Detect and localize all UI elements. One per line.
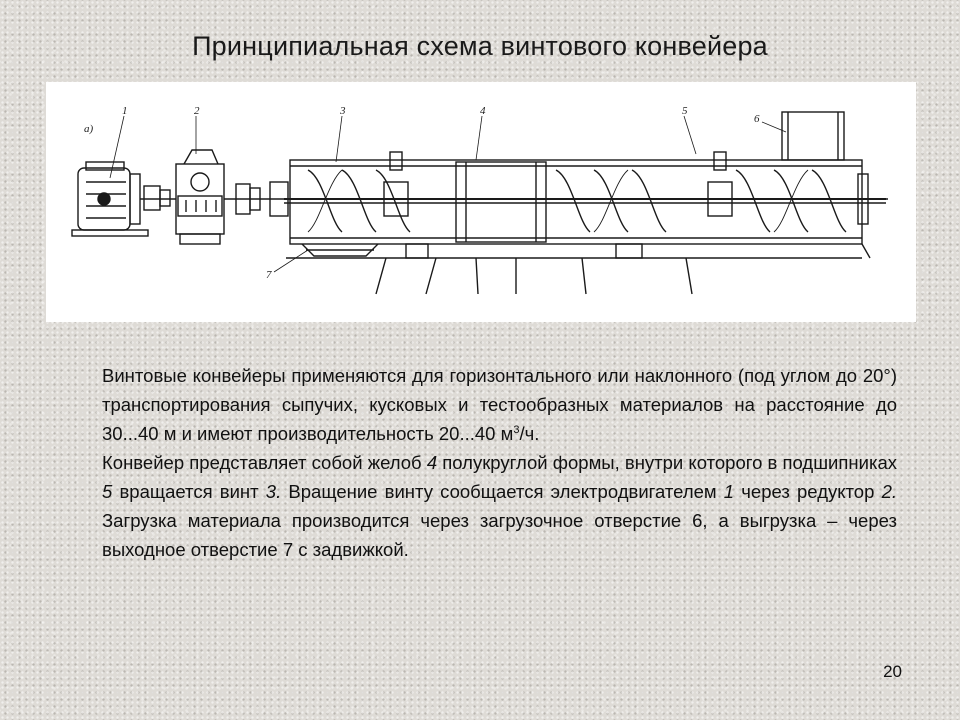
callout-3: 3 — [339, 105, 346, 117]
callout-7: 7 — [266, 269, 272, 281]
screw-conveyor-diagram: а) — [46, 82, 916, 322]
paragraph-conveyor-design: Конвейер представляет собой желоб 4 полу… — [102, 452, 898, 560]
slide-title: Принципиальная схема винтового конвейера — [192, 31, 768, 61]
bearing-drawing — [383, 151, 733, 217]
callout-5: 5 — [682, 105, 688, 117]
callout-2: 2 — [194, 105, 200, 117]
callout-1: 1 — [122, 105, 128, 117]
supports-drawing — [286, 243, 871, 295]
trough-drawing — [289, 159, 888, 245]
discharge-outlet-drawing — [301, 243, 379, 257]
electric-motor-drawing — [71, 161, 149, 237]
subfigure-label: а) — [84, 123, 94, 135]
body-text: Винтовые конвейеры применяются для гориз… — [102, 361, 897, 564]
loading-hopper-drawing — [781, 111, 845, 161]
screw-drawing — [284, 169, 886, 233]
callout-4: 4 — [480, 105, 486, 117]
page-number: 20 — [883, 662, 902, 681]
reducer-drawing — [175, 149, 225, 245]
callout-6: 6 — [754, 113, 760, 125]
paragraph-screw-conveyors-usage: Винтовые конвейеры применяются для гориз… — [102, 365, 897, 444]
